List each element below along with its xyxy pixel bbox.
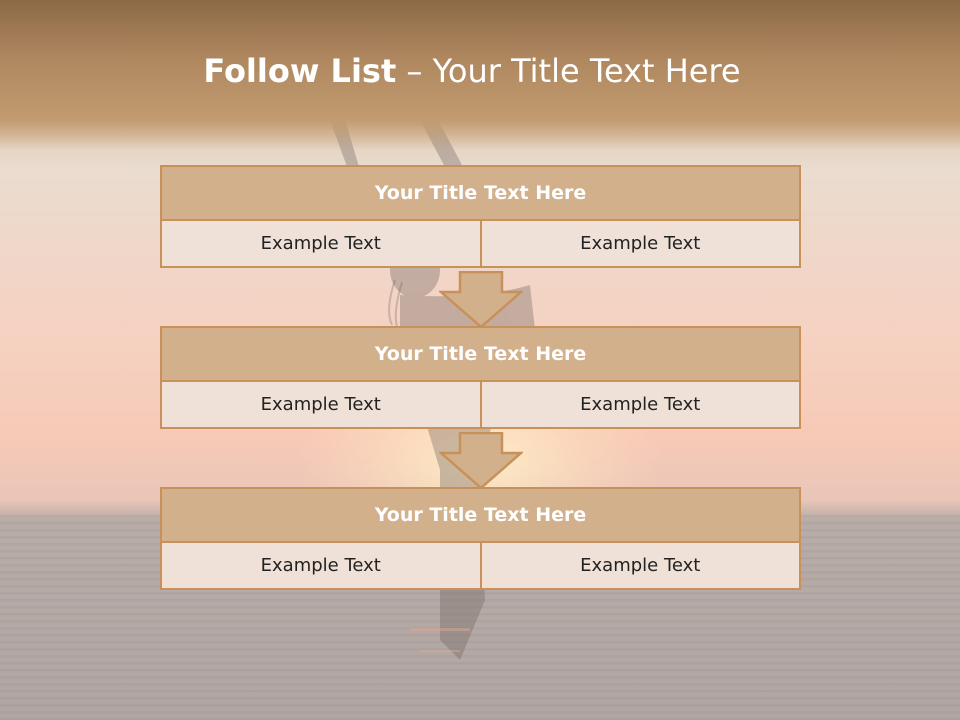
block-cell-right[interactable]: Example Text	[479, 219, 801, 268]
list-block-1: Your Title Text Here Example Text Exampl…	[160, 165, 801, 268]
block-cell-left[interactable]: Example Text	[160, 380, 482, 429]
block-cell-right[interactable]: Example Text	[479, 541, 801, 590]
block-cell-left[interactable]: Example Text	[160, 219, 482, 268]
block-row: Example Text Example Text	[160, 541, 801, 590]
block-title[interactable]: Your Title Text Here	[160, 165, 801, 221]
arrow-down-icon	[439, 432, 523, 490]
block-cell-right[interactable]: Example Text	[479, 380, 801, 429]
block-row: Example Text Example Text	[160, 219, 801, 268]
list-block-2: Your Title Text Here Example Text Exampl…	[160, 326, 801, 429]
header-band	[0, 0, 960, 150]
block-title[interactable]: Your Title Text Here	[160, 326, 801, 382]
arrow-down-icon	[439, 271, 523, 329]
slide-title: Follow List – Your Title Text Here	[0, 52, 944, 90]
block-cell-left[interactable]: Example Text	[160, 541, 482, 590]
slide-title-rest: – Your Title Text Here	[406, 52, 741, 90]
block-title[interactable]: Your Title Text Here	[160, 487, 801, 543]
block-row: Example Text Example Text	[160, 380, 801, 429]
slide-title-bold: Follow List	[203, 52, 397, 90]
list-block-3: Your Title Text Here Example Text Exampl…	[160, 487, 801, 590]
